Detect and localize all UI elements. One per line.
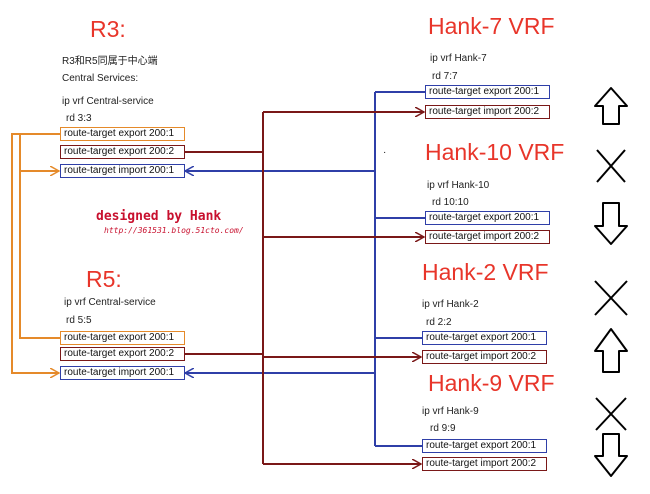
up-arrow-icon	[594, 328, 628, 373]
r3-vrf-line: ip vrf Central-service	[62, 96, 154, 107]
hank7-rt-import: route-target import 200:2	[425, 105, 550, 119]
r3-rt-export-200-1: route-target export 200:1	[60, 127, 185, 141]
r3-note-line1: R3和R5同属于中心端	[62, 56, 158, 67]
hank7-vrf-line: ip vrf Hank-7	[430, 53, 487, 64]
hank2-rd-line: rd 2:2	[426, 317, 452, 328]
down-arrow-icon	[594, 202, 628, 245]
hank9-rd-line: rd 9:9	[430, 423, 456, 434]
blog-url: http://361531.blog.51cto.com/	[104, 226, 244, 235]
hank2-rt-import: route-target import 200:2	[422, 350, 547, 364]
r3-title: R3:	[90, 16, 126, 42]
x-mark-icon	[594, 280, 628, 316]
down-arrow-icon	[594, 433, 628, 477]
r3-note-line2: Central Services:	[62, 73, 139, 84]
hank10-title: Hank-10 VRF	[425, 139, 565, 165]
hank9-vrf-line: ip vrf Hank-9	[422, 406, 479, 417]
x-mark-icon	[596, 149, 626, 183]
hank9-rt-import: route-target import 200:2	[422, 457, 547, 471]
x-mark-icon	[595, 397, 627, 431]
r3-rt-export-200-2: route-target export 200:2	[60, 145, 185, 159]
r5-vrf-line: ip vrf Central-service	[64, 297, 156, 308]
hank10-vrf-line: ip vrf Hank-10	[427, 180, 490, 191]
r3-rt-import-200-1: route-target import 200:1	[60, 164, 185, 178]
orange-connector	[11, 133, 60, 373]
r5-rd-line: rd 5:5	[66, 315, 92, 326]
r3-rd-line: rd 3:3	[66, 113, 92, 124]
up-arrow-icon	[594, 87, 628, 125]
hank9-title: Hank-9 VRF	[428, 370, 555, 396]
blue-connector	[185, 91, 425, 447]
maroon-connector	[185, 112, 424, 464]
hank7-rt-export: route-target export 200:1	[425, 85, 550, 99]
hank2-rt-export: route-target export 200:1	[422, 331, 547, 345]
r5-rt-export-200-2: route-target export 200:2	[60, 347, 185, 361]
hank9-rt-export: route-target export 200:1	[422, 439, 547, 453]
hank10-rt-import: route-target import 200:2	[425, 230, 550, 244]
hank2-title: Hank-2 VRF	[422, 259, 549, 285]
hank7-title: Hank-7 VRF	[428, 13, 555, 39]
hank2-vrf-line: ip vrf Hank-2	[422, 299, 479, 310]
hank10-rd-line: rd 10:10	[432, 197, 469, 208]
stray-dot: ·	[383, 147, 387, 158]
r5-rt-import-200-1: route-target import 200:1	[60, 366, 185, 380]
hank7-rd-line: rd 7:7	[432, 71, 458, 82]
hank10-rt-export: route-target export 200:1	[425, 211, 550, 225]
r5-title: R5:	[86, 266, 122, 292]
r5-rt-export-200-1: route-target export 200:1	[60, 331, 185, 345]
designer-credit: designed by Hank	[96, 209, 222, 224]
